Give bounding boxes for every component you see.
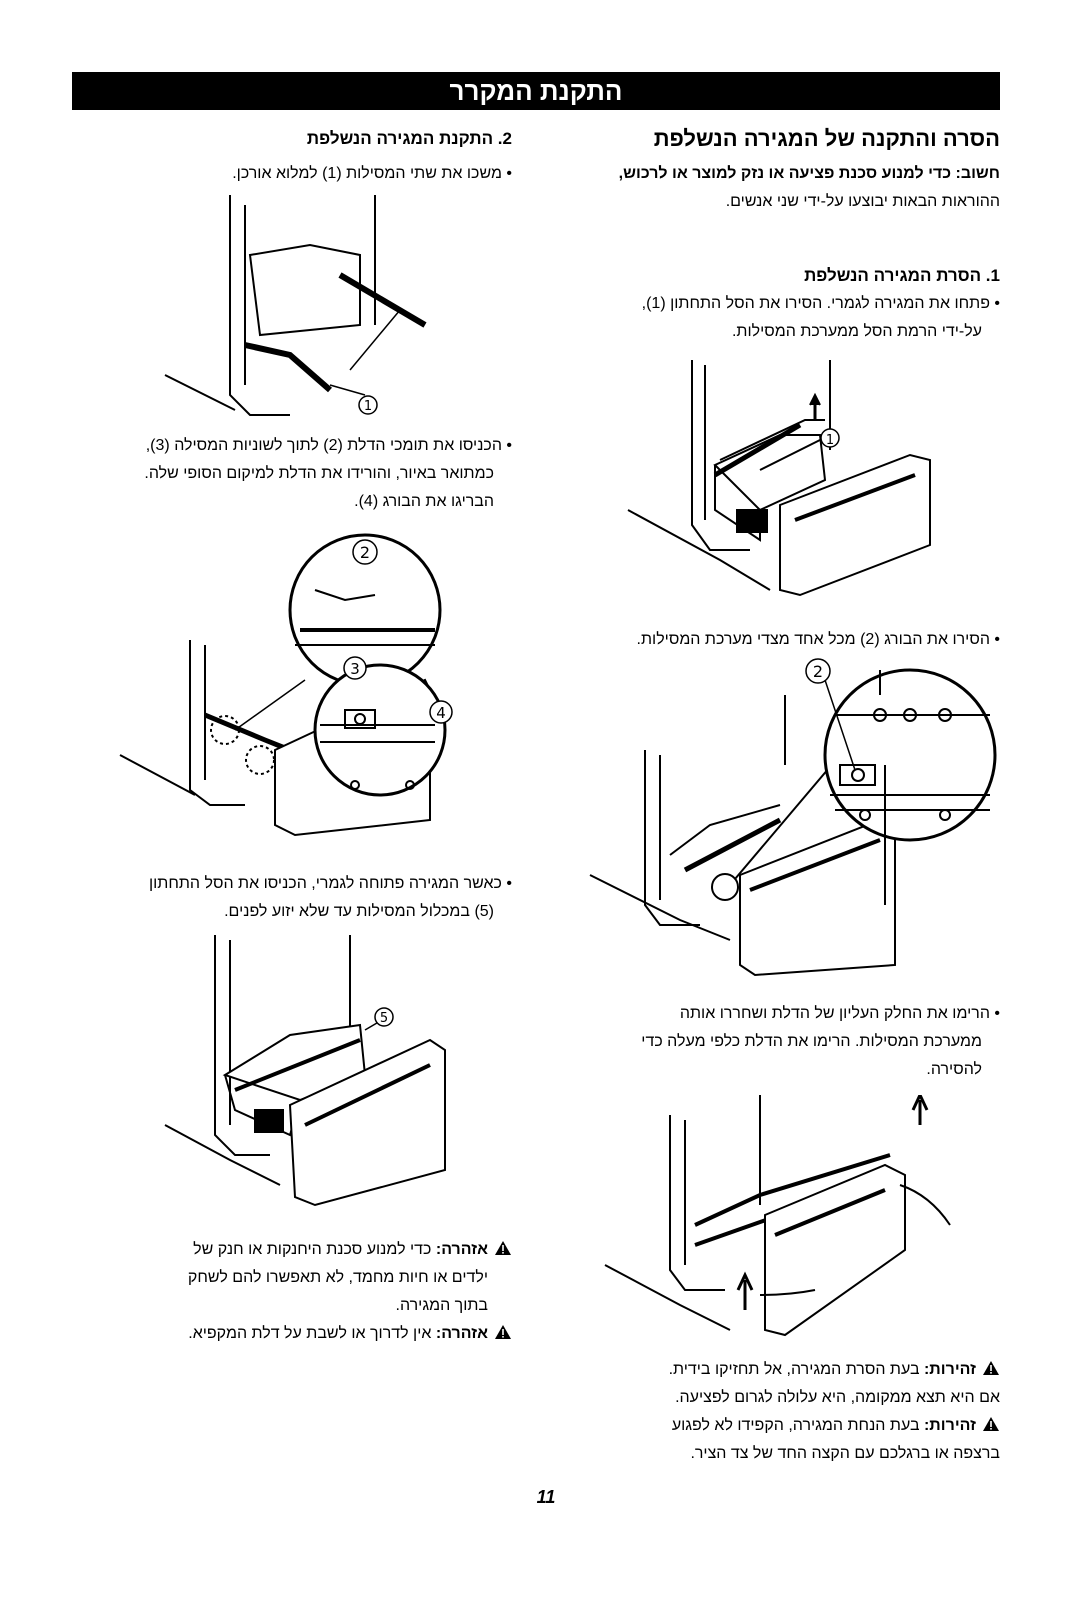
figure-extend-rails: 1 <box>164 195 427 416</box>
warning-1-line-1: כדי למנוע סכנת היחנקות או חנק של <box>193 1241 432 1258</box>
warning-2-line-1: אין לדרוך או לשבת על דלת המקפיא. <box>188 1325 432 1342</box>
warning-2: אזהרה: אין לדרוך או לשבת על דלת המקפיא. <box>72 1320 512 1348</box>
page-title: התקנת המקרר <box>72 72 1000 110</box>
callout-2-marker <box>805 658 831 684</box>
warning-triangle-icon <box>983 1417 999 1431</box>
right-column: הסרה והתקנה של המגירה הנשלפת <box>585 125 1000 154</box>
warning-label: אזהרה: <box>435 1325 488 1342</box>
remove-step-1-line-2: על-ידי הרמת הסל ממערכת המסילות. <box>731 323 982 340</box>
install-step-2-line-3: הבריגו את הבורג (4). <box>354 493 494 510</box>
warning-1-line-2: ילדים או חיות מחמד, לא תאפשרו להם לשחק <box>187 1269 488 1286</box>
callout-5-label: 5 <box>380 1011 388 1026</box>
subheading-install: 2. התקנת המגירה הנשלפת <box>306 129 512 148</box>
caution-1-line-1: בעת הסרת המגירה, אל תחזיקו בידית. <box>668 1361 920 1378</box>
remove-step-3-line-1: הרימו את החלק העליון של הדלת ושחררו אותה <box>580 1000 1000 1028</box>
install-step-3-line-2: (5) במכלול המסילות עד שלא יזוע לפנים. <box>224 903 494 920</box>
caution-text: חשוב: כדי למנוע סכנת פציעה או נזק למוצר … <box>580 160 1000 188</box>
warning-1-line-3: בתוך המגירה. <box>395 1297 488 1314</box>
callout-3-marker <box>343 656 367 680</box>
figure-remove-screw: 2 <box>589 658 997 977</box>
callout-2-label: 2 <box>813 662 823 681</box>
remove-step-2: הסירו את הבורג (2) מכל אחד מצדי מערכת המ… <box>580 626 1000 654</box>
callout-2-label: 2 <box>360 543 370 562</box>
install-step-2-line-1: הכניסו את תומכי הדלת (2) לתוך לשוניות המ… <box>72 432 512 460</box>
figure-insert-basket: 5 <box>164 935 446 1207</box>
caution-2-line-2: ברצפה או ברגלכם עם הקצה החד של צד הציר. <box>690 1445 1000 1462</box>
callout-4-marker <box>429 700 453 724</box>
figure-remove-basket: 1 <box>627 360 931 597</box>
figure-lift-door <box>604 1095 951 1337</box>
remove-step-1-line-1: פתחו את המגירה לגמרי. הסירו את הסל התחתו… <box>580 290 1000 318</box>
page-number: 11 <box>536 1487 556 1507</box>
caution-warning-2: זהירות: בעת הנחת המגירה, הקפידו לא לפגוע <box>580 1412 1000 1440</box>
section-heading: הסרה והתקנה של המגירה הנשלפת <box>653 126 1000 151</box>
warning-triangle-icon <box>495 1241 511 1255</box>
caution-label: זהירות: <box>923 1361 976 1378</box>
callout-1-marker <box>358 395 378 415</box>
install-step-3-line-1: כאשר המגירה פתוחה לגמרי, הכניסו את הסל ה… <box>72 870 512 898</box>
caution-line-1: חשוב: כדי למנוע סכנת פציעה או נזק למוצר … <box>618 165 1000 182</box>
figure-door-supports: 2 3 4 <box>119 533 453 837</box>
remove-step-3-line-2: ממערכת המסילות. הרימו את הדלת כלפי מעלה … <box>641 1033 982 1050</box>
callout-5-marker <box>374 1007 394 1027</box>
warning-1: אזהרה: כדי למנוע סכנת היחנקות או חנק של <box>72 1236 512 1264</box>
subheading-remove: 1. הסרת המגירה הנשלפת <box>804 266 1000 285</box>
warning-label: אזהרה: <box>435 1241 488 1258</box>
callout-1-label: 1 <box>826 433 834 448</box>
callout-4-label: 4 <box>436 704 446 722</box>
warning-triangle-icon <box>495 1325 511 1339</box>
caution-label: זהירות: <box>923 1417 976 1434</box>
callout-2-marker <box>352 539 378 565</box>
install-step-2-line-2: כמתואר באיור, והורידו את הדלת למיקום הסו… <box>144 465 494 482</box>
callout-3-label: 3 <box>350 660 360 678</box>
caution-warning-1: זהירות: בעת הסרת המגירה, אל תחזיקו בידית… <box>580 1356 1000 1384</box>
remove-step-3-line-3: להסירה. <box>926 1061 982 1078</box>
warning-triangle-icon <box>983 1361 999 1375</box>
caution-1-line-2: אם היא תצא ממקומה, היא עלולה לגרום לפציע… <box>675 1389 1000 1406</box>
callout-1-label: 1 <box>364 399 372 414</box>
caution-2-line-1: בעת הנחת המגירה, הקפידו לא לפגוע <box>671 1417 920 1434</box>
callout-1-marker <box>820 428 840 448</box>
caution-line-2: ההוראות הבאות יבוצעו על-ידי שני אנשים. <box>725 193 1000 210</box>
install-step-1: משכו את שתי המסילות (1) למלוא אורכן. <box>72 160 512 188</box>
